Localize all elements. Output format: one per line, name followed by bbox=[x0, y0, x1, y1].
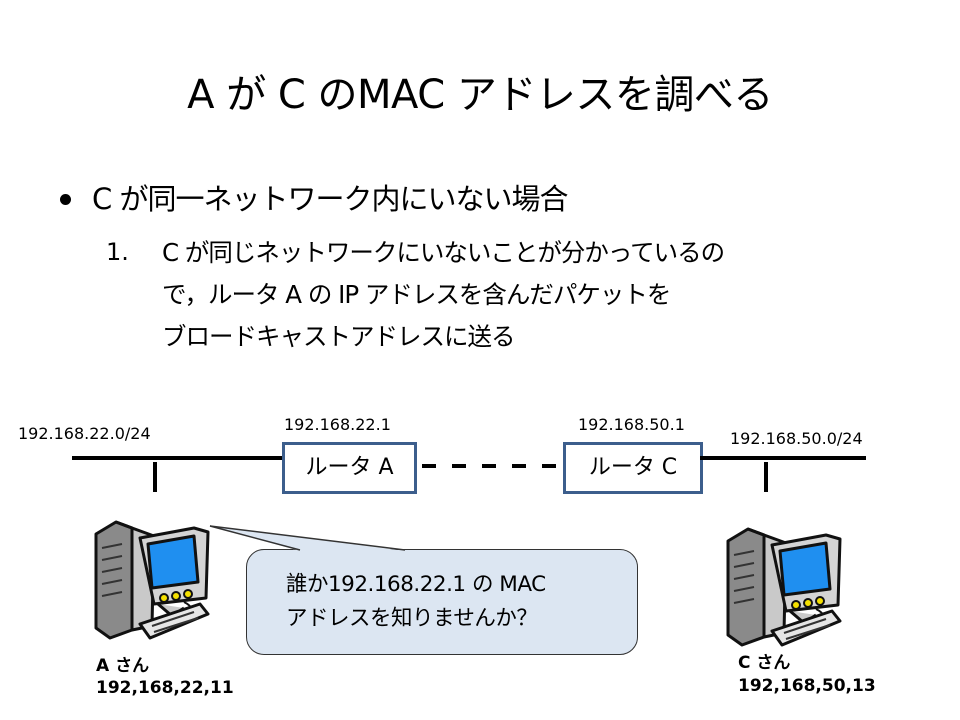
network-right-line bbox=[700, 456, 866, 460]
host-c-link bbox=[764, 462, 768, 492]
slide-title: A が C のMAC アドレスを調べる bbox=[187, 72, 773, 118]
callout-line-2: アドレスを知りませんか？ bbox=[286, 606, 538, 631]
callout-line-1: 誰か192.168.22.1 の MAC bbox=[286, 572, 546, 597]
router-c-label: ルータ C bbox=[588, 455, 678, 480]
bullet-text: C が同一ネットワーク内にいない場合 bbox=[92, 182, 568, 216]
computer-icon bbox=[94, 520, 210, 640]
callout-pointer bbox=[209, 525, 406, 551]
speech-callout bbox=[246, 549, 638, 655]
host-c-name: C さん bbox=[738, 653, 791, 673]
host-c-ip: 192,168,50,13 bbox=[738, 676, 876, 696]
wan-dash bbox=[512, 464, 526, 468]
step-line-2: で，ルータ A の IP アドレスを含んだパケットを bbox=[162, 280, 671, 309]
step-number: 1. bbox=[106, 238, 129, 266]
step-line-1: C が同じネットワークにいないことが分かっているの bbox=[162, 238, 725, 267]
computer-icon bbox=[726, 527, 842, 647]
router-c: ルータ C bbox=[563, 442, 703, 494]
network-left-label: 192.168.22.0/24 bbox=[18, 424, 151, 443]
network-right-label: 192.168.50.0/24 bbox=[730, 429, 863, 448]
router-a: ルータ A bbox=[282, 442, 417, 494]
router-a-ip: 192.168.22.1 bbox=[284, 415, 391, 434]
router-a-label: ルータ A bbox=[305, 455, 394, 480]
wan-dash bbox=[542, 464, 556, 468]
host-a-name: A さん bbox=[96, 656, 150, 676]
bullet-dot bbox=[60, 194, 71, 205]
step-line-3: ブロードキャストアドレスに送る bbox=[162, 322, 515, 351]
network-left-line bbox=[72, 456, 284, 460]
wan-dash bbox=[482, 464, 496, 468]
wan-dash bbox=[422, 464, 436, 468]
callout-text: 誰か192.168.22.1 の MAC アドレスを知りませんか？ bbox=[286, 568, 546, 636]
host-a-ip: 192,168,22,11 bbox=[96, 678, 234, 698]
wan-dash bbox=[452, 464, 466, 468]
router-c-ip: 192.168.50.1 bbox=[578, 415, 685, 434]
host-a-link bbox=[153, 462, 157, 492]
